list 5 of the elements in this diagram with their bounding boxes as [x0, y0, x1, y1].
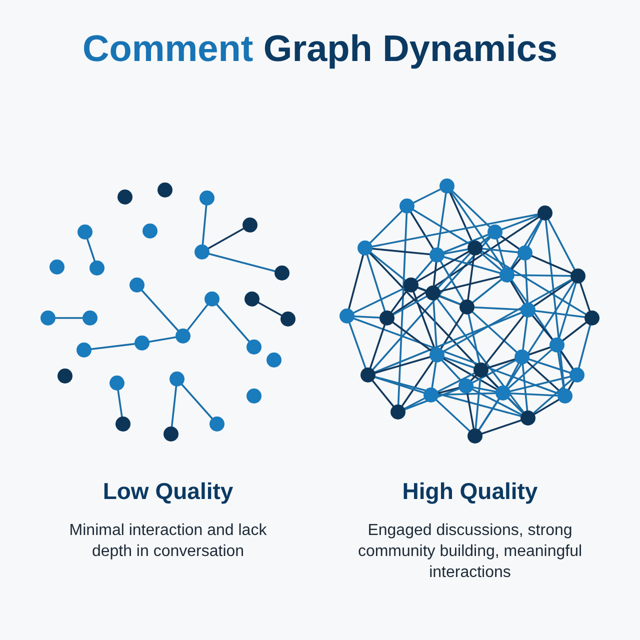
description-text: Minimal interaction and lack depth in conversation	[68, 521, 268, 562]
description-text: Engaged discussions, strong community building, meaningful interactions	[356, 521, 584, 583]
section-heading: Low Quality	[102, 478, 234, 505]
section-heading: High Quality	[401, 478, 539, 505]
title-heading: Comment Graph Dynamics	[82, 28, 558, 70]
